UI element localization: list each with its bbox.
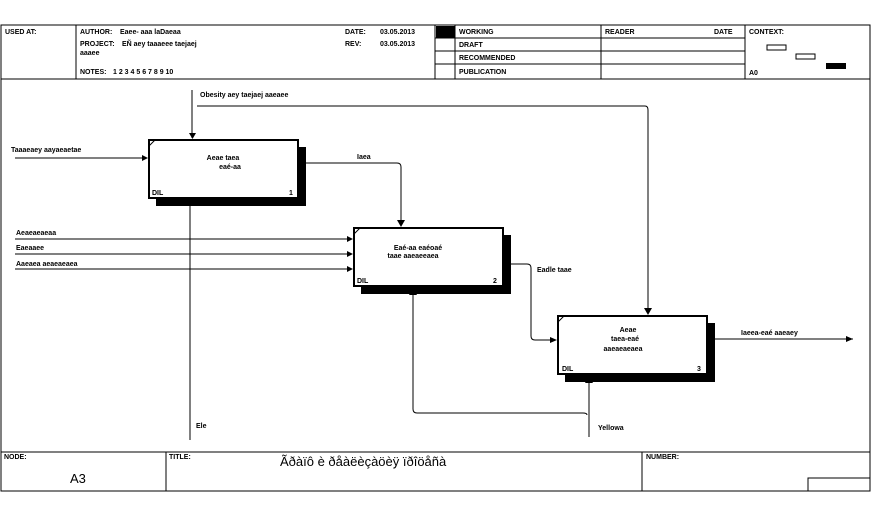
arrowhead-icon [142, 155, 148, 161]
context-box-current [826, 63, 846, 69]
box-3-label: aaeaeaeaea [604, 346, 643, 353]
context-node: A0 [749, 70, 758, 77]
arrowhead-icon [347, 266, 353, 272]
arrowhead-icon [550, 337, 557, 343]
arrowhead-icon [846, 336, 853, 342]
arrows: Obesity aey taejaej aaeaee Taaaeaey aaya… [11, 90, 853, 440]
box-1-label: eaé-aa [219, 164, 241, 171]
box-2-owner: DIL [357, 278, 369, 285]
author-label: AUTHOR: [80, 29, 112, 36]
box-3-number: 3 [697, 366, 701, 373]
mechanism-label-box3: Yellowa [598, 425, 624, 432]
box-2-number: 2 [493, 278, 497, 285]
input-label-box2-c: Aaeaea aeaeaeaea [16, 261, 78, 268]
arrowhead-icon [189, 133, 196, 139]
notes-value: 1 2 3 4 5 6 7 8 9 10 [113, 69, 173, 76]
box-2-label: taae aaeaeeaea [388, 253, 439, 260]
box-1-number: 1 [289, 190, 293, 197]
project-value-cont: aaaee [80, 50, 100, 57]
arrowhead-icon [397, 220, 405, 227]
status-publication: PUBLICATION [459, 69, 506, 76]
box-3-label: Aeae [620, 327, 637, 334]
box-1-owner: DIL [152, 190, 164, 197]
used-at-label: USED AT: [5, 29, 37, 36]
box2-output-label: Eadle taae [537, 267, 572, 274]
status-recommended: RECOMMENDED [459, 55, 515, 62]
arrowhead-icon [347, 236, 353, 242]
context-label: CONTEXT: [749, 29, 784, 36]
footer: NODE: A3 TITLE: Ãðàïô è ðåàëèçàöèÿ ïðîöå… [1, 451, 871, 492]
box-2-label: Eaé-aa eaéoaé [394, 245, 442, 252]
context-box [766, 44, 787, 51]
title-label: TITLE: [169, 454, 191, 461]
mechanism-label-box1: Ele [196, 423, 207, 430]
context-box [795, 53, 816, 60]
node-value: A3 [70, 471, 86, 486]
working-status-marker [436, 26, 455, 38]
header: USED AT: AUTHOR: Eaee- aaa laDaeaa PROJE… [1, 25, 870, 80]
date-label: DATE: [345, 29, 366, 36]
rev-value: 03.05.2013 [380, 41, 415, 48]
input-label-box1: Taaaeaey aayaeaetae [11, 147, 81, 154]
box-1-label: Aeae taea [207, 155, 240, 162]
arrowhead-icon [347, 251, 353, 257]
node-label: NODE: [4, 454, 27, 461]
project-label: PROJECT: [80, 41, 115, 48]
reader-label: READER [605, 29, 635, 36]
box-3-owner: DIL [562, 366, 574, 373]
notes-label: NOTES: [80, 69, 106, 76]
box2-output-arrow[interactable] [510, 263, 556, 341]
mechanism-arrow-box2-branch[interactable] [412, 289, 588, 416]
diagram-title: Ãðàïô è ðåàëèçàöèÿ ïðîöåñà [280, 454, 447, 469]
input-label-box2-b: Eaeaaee [16, 245, 44, 252]
status-working: WORKING [459, 29, 494, 36]
box3-output-label: Iaeea-eaé aaeaey [741, 330, 798, 337]
arrowhead-icon [644, 308, 652, 315]
input-label-box2-a: Aeaeaeaeaa [16, 230, 56, 237]
activity-box-1[interactable]: Aeae taea eaé-aa DIL 1 [148, 139, 306, 206]
control-arrow-branch[interactable] [197, 105, 649, 313]
rev-label: REV: [345, 41, 361, 48]
date-value: 03.05.2013 [380, 29, 415, 36]
box1-output-label: Iaea [357, 154, 371, 161]
author-value: Eaee- aaa laDaeaa [120, 29, 181, 36]
reader-date-label: DATE [714, 29, 733, 36]
control-label: Obesity aey taejaej aaeaee [200, 92, 288, 99]
box-3-label: taea-eaé [611, 336, 639, 343]
box1-output-arrow[interactable] [306, 162, 402, 226]
activity-box-3[interactable]: Aeae taea-eaé aaeaeaeaea DIL 3 [557, 315, 715, 382]
activity-box-2[interactable]: Eaé-aa eaéoaé taae aaeaeeaea DIL 2 [353, 227, 511, 294]
status-draft: DRAFT [459, 42, 483, 49]
project-value: EÑ aey taaaeee taejaej [122, 39, 197, 48]
number-label: NUMBER: [646, 454, 679, 461]
